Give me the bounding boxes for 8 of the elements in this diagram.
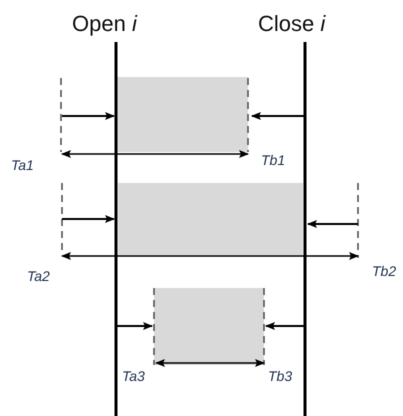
axis-title: Close i xyxy=(258,13,326,35)
axis-title: Open i xyxy=(72,13,137,35)
interval-label: Ta2 xyxy=(27,269,50,283)
interval-label: Tb1 xyxy=(261,153,286,167)
interval-label: Ta1 xyxy=(11,158,34,172)
interval-label: Ta3 xyxy=(122,369,145,383)
interval-label: Tb2 xyxy=(372,264,396,278)
interval-label: Tb3 xyxy=(268,369,292,383)
